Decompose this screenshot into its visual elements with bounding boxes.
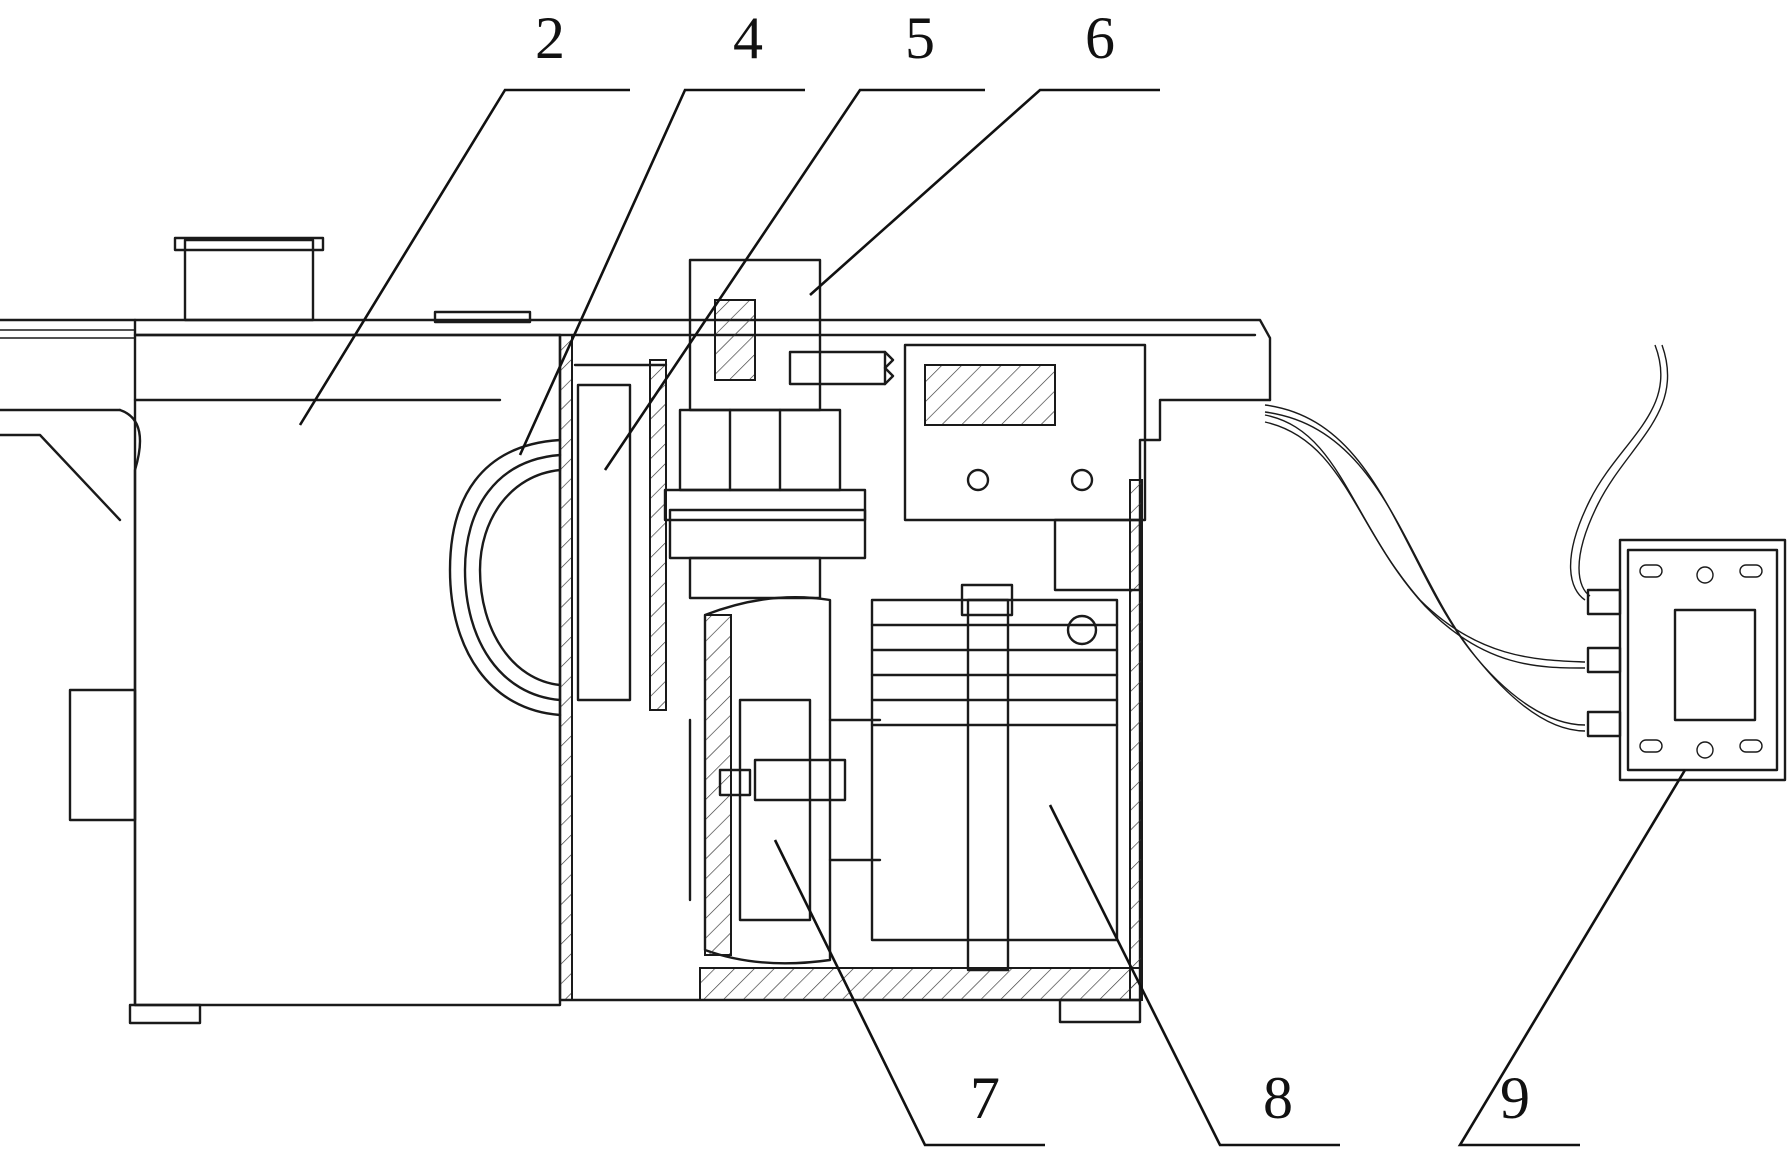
leader-lines: [298, 88, 1687, 1147]
pump-housing: [558, 333, 1272, 1024]
motor: [870, 583, 1119, 972]
callout-9: 9: [1500, 1065, 1530, 1131]
outlet-valve: [663, 258, 867, 600]
callout-4: 4: [733, 5, 763, 71]
impeller-assembly: [688, 595, 882, 965]
callout-6: 6: [1085, 5, 1115, 71]
control-switch: [788, 343, 1147, 592]
top-lid: [133, 318, 1272, 402]
callout-5: 5: [905, 5, 935, 71]
callout-8: 8: [1263, 1065, 1293, 1131]
coiled-hose: [448, 438, 562, 717]
callout-2: 2: [535, 5, 565, 71]
controller-box: [1586, 538, 1787, 782]
cables: [1264, 344, 1669, 732]
callout-7: 7: [970, 1065, 1000, 1131]
level-sensor-column: [573, 359, 668, 711]
